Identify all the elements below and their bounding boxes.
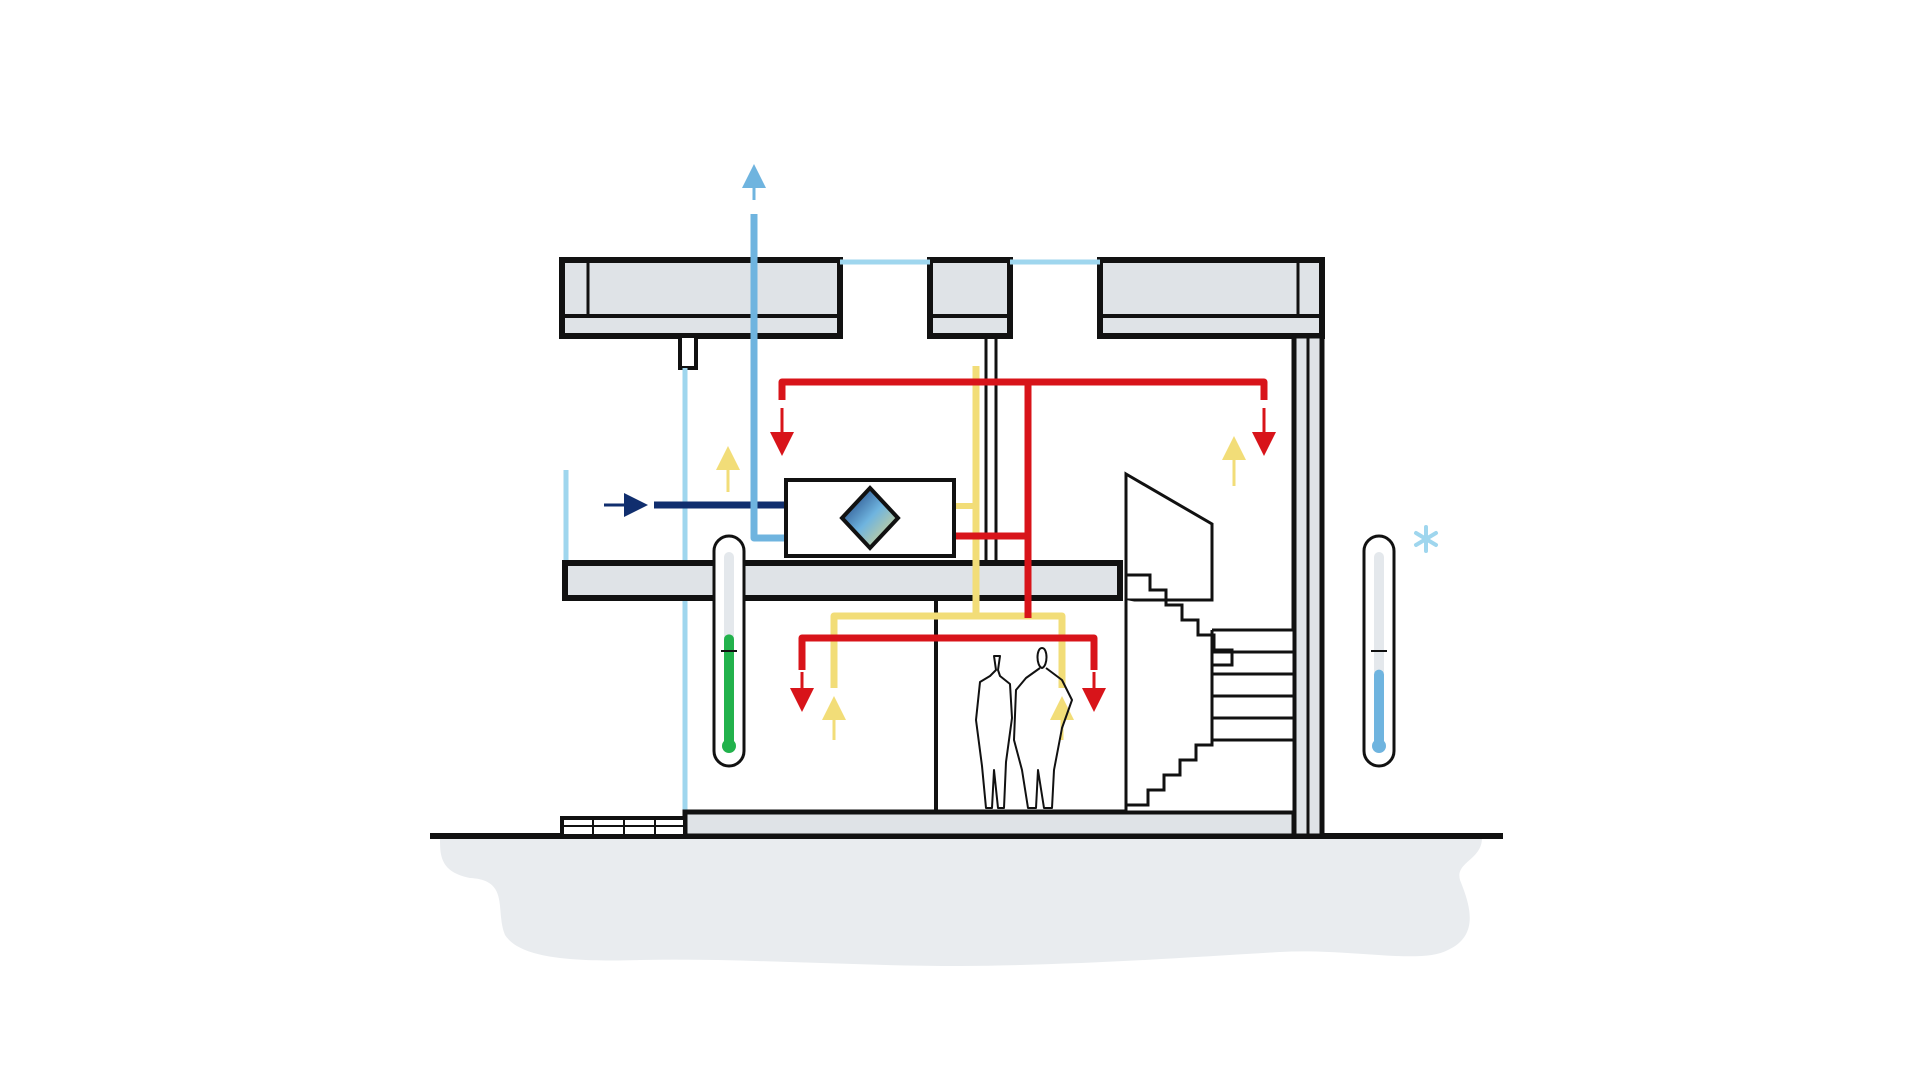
- outdoor-thermometer-icon: [1362, 534, 1396, 768]
- roof: [559, 257, 1325, 370]
- ground-mass: [440, 838, 1482, 966]
- intermediate-floor: [562, 560, 1123, 601]
- snowflake-icon: [1414, 525, 1438, 553]
- thermometer-icon: [712, 534, 746, 768]
- right-wall: [1291, 333, 1325, 839]
- outdoor-thermometer-level: [1374, 669, 1384, 748]
- supply-air-ducts: [778, 378, 1268, 670]
- staircase: [1124, 471, 1296, 814]
- people-icon: [975, 647, 1073, 809]
- heat-recovery-unit-icon: [839, 485, 901, 551]
- thermometer-level: [724, 634, 734, 748]
- entrance-grille: [560, 816, 687, 838]
- extract-air-ducts: [830, 366, 1066, 688]
- ground-floor-slab: [682, 809, 1297, 839]
- heat-recovery-unit: [784, 478, 956, 558]
